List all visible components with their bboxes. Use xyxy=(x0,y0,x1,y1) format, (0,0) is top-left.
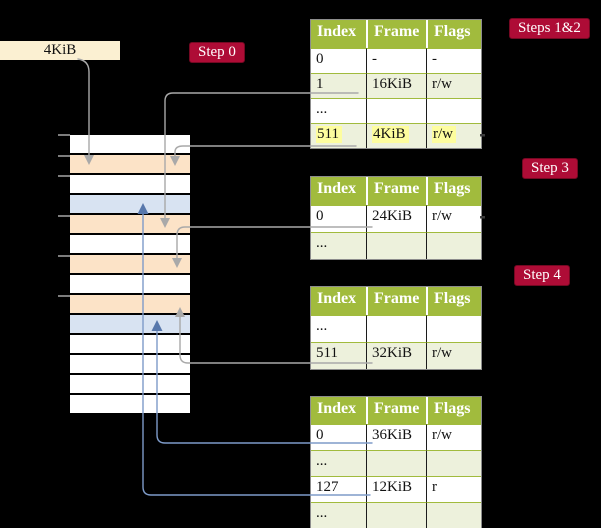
table-cell xyxy=(366,315,426,342)
memory-tick xyxy=(58,134,70,136)
table-cell: ... xyxy=(311,315,366,342)
table-cell: 24KiB xyxy=(366,205,426,232)
table-cell: r/w xyxy=(426,424,481,450)
table-cell xyxy=(426,232,481,259)
frame-address-label: 4KiB xyxy=(0,41,120,60)
highlight: r/w xyxy=(432,126,456,143)
table-cell: ... xyxy=(311,502,366,528)
header-index: Index xyxy=(311,287,366,315)
page-table-step-4: Index Frame Flags ... 511 32KiB r/w xyxy=(310,286,482,370)
page-table-final-level: Index Frame Flags 0 36KiB r/w ... 127 12… xyxy=(310,396,482,528)
table-cell: 12KiB xyxy=(366,476,426,502)
table-cell: 127 xyxy=(311,476,366,502)
badge-steps-1-2: Steps 1&2 xyxy=(509,18,590,39)
table-cell: ... xyxy=(311,98,366,123)
header-frame: Frame xyxy=(366,177,426,205)
badge-step-4: Step 4 xyxy=(514,265,570,286)
table-cell-highlighted: 4KiB xyxy=(366,123,426,148)
table-cell: 0 xyxy=(311,48,366,73)
table-cell: - xyxy=(426,48,481,73)
memory-tick xyxy=(58,255,70,257)
memory-row-peach xyxy=(70,155,190,175)
table-cell xyxy=(366,98,426,123)
table-cell-highlighted: 511 xyxy=(311,123,366,148)
memory-row-white xyxy=(70,275,190,295)
table-cell: 32KiB xyxy=(366,342,426,369)
memory-row-white xyxy=(70,135,190,155)
memory-row-peach xyxy=(70,215,190,235)
memory-row-white xyxy=(70,175,190,195)
header-frame: Frame xyxy=(366,20,426,48)
header-frame: Frame xyxy=(366,397,426,424)
table-cell xyxy=(426,450,481,476)
table-cell xyxy=(366,502,426,528)
table-cell xyxy=(366,232,426,259)
header-index: Index xyxy=(311,20,366,48)
highlight: 511 xyxy=(316,126,342,143)
header-index: Index xyxy=(311,397,366,424)
table-cell-highlighted: r/w xyxy=(426,123,481,148)
table-cell: ... xyxy=(311,232,366,259)
table-cell: 0 xyxy=(311,205,366,232)
page-table-steps-1-2: Index Frame Flags 0 - - 1 16KiB r/w ... … xyxy=(310,19,482,149)
table-cell: 0 xyxy=(311,424,366,450)
memory-row-blue xyxy=(70,315,190,335)
table-cell xyxy=(426,502,481,528)
table-cell xyxy=(426,98,481,123)
memory-row-white xyxy=(70,235,190,255)
page-table-step-3: Index Frame Flags 0 24KiB r/w ... xyxy=(310,176,482,260)
header-index: Index xyxy=(311,177,366,205)
badge-step-3: Step 3 xyxy=(522,158,578,179)
header-flags: Flags xyxy=(426,397,481,424)
table-cell: 511 xyxy=(311,342,366,369)
table-cell: 36KiB xyxy=(366,424,426,450)
memory-tick xyxy=(58,215,70,217)
table-cell: - xyxy=(366,48,426,73)
header-flags: Flags xyxy=(426,287,481,315)
highlight: 4KiB xyxy=(372,126,409,143)
table-cell xyxy=(366,450,426,476)
memory-row-peach xyxy=(70,295,190,315)
memory-tick xyxy=(58,155,70,157)
memory-row-white xyxy=(70,375,190,395)
memory-row-peach xyxy=(70,255,190,275)
memory-column xyxy=(70,135,190,415)
memory-row-white xyxy=(70,335,190,355)
header-flags: Flags xyxy=(426,20,481,48)
table-cell: r/w xyxy=(426,205,481,232)
header-frame: Frame xyxy=(366,287,426,315)
memory-row-blue xyxy=(70,195,190,215)
table-cell: r/w xyxy=(426,73,481,98)
memory-row-white xyxy=(70,395,190,415)
table-cell: r xyxy=(426,476,481,502)
header-flags: Flags xyxy=(426,177,481,205)
table-cell: r/w xyxy=(426,342,481,369)
memory-tick xyxy=(58,175,70,177)
memory-tick xyxy=(58,295,70,297)
table-cell xyxy=(426,315,481,342)
table-cell: ... xyxy=(311,450,366,476)
table-cell: 1 xyxy=(311,73,366,98)
memory-row-white xyxy=(70,355,190,375)
table-cell: 16KiB xyxy=(366,73,426,98)
badge-step-0: Step 0 xyxy=(189,42,245,63)
